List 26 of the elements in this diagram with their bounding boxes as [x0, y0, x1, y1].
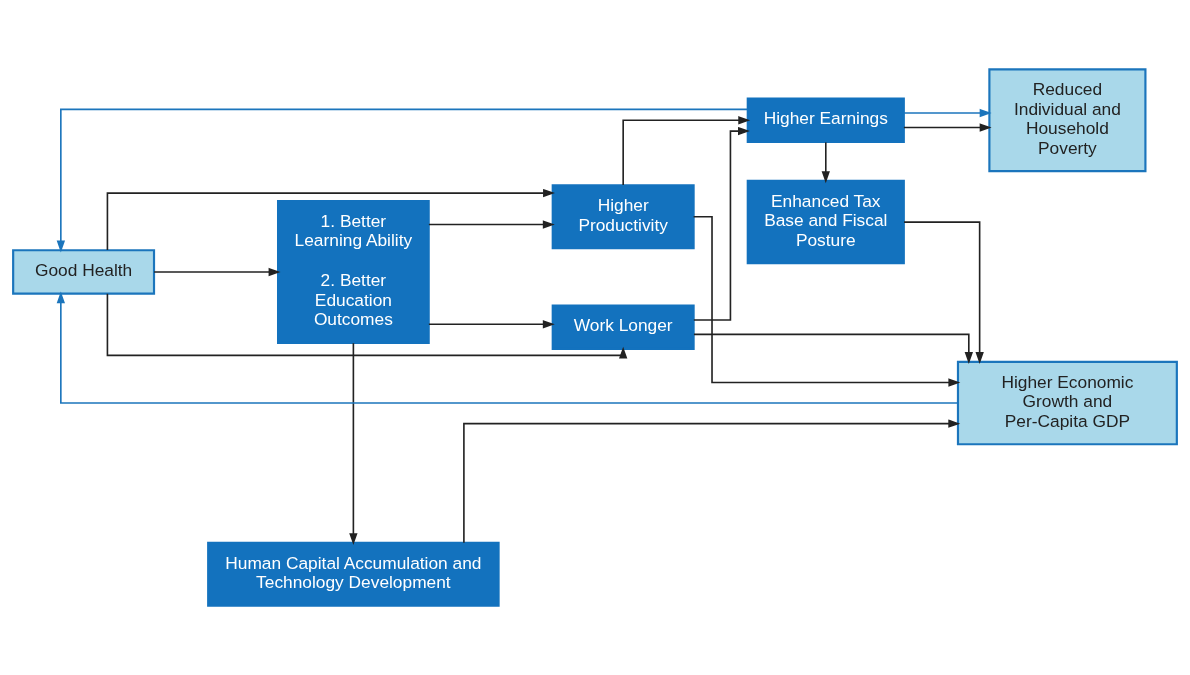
arrow [622, 116, 751, 186]
arrow [106, 293, 628, 359]
arrow [903, 108, 992, 118]
node-box: Work Longer [551, 304, 695, 350]
arrow [153, 267, 281, 277]
arrow [428, 320, 555, 329]
arrow [106, 188, 555, 251]
node-box: 1. Better Learning Ability 2. Better Education Outcomes [277, 199, 430, 344]
node-box: Higher Economic Growth and Per-Capita GDP [956, 360, 1178, 446]
arrow [903, 123, 992, 132]
node-box: Good Health [12, 249, 156, 295]
arrow [693, 333, 973, 364]
arrow [692, 215, 961, 387]
node-box: Higher Earnings [746, 97, 905, 143]
node-box: Enhanced Tax Base and Fiscal Posture [746, 179, 905, 265]
arrow [56, 291, 959, 404]
arrow [463, 419, 961, 544]
node-box: Higher Productivity [551, 184, 695, 250]
arrow [56, 108, 749, 253]
node-box: Reduced Individual and Household Poverty [988, 68, 1147, 173]
arrow [903, 221, 984, 364]
arrow [693, 126, 750, 321]
arrow [349, 342, 358, 546]
arrow [821, 141, 830, 184]
arrow [428, 220, 555, 229]
node-box: Human Capital Accumulation and Technology Development [207, 541, 500, 607]
